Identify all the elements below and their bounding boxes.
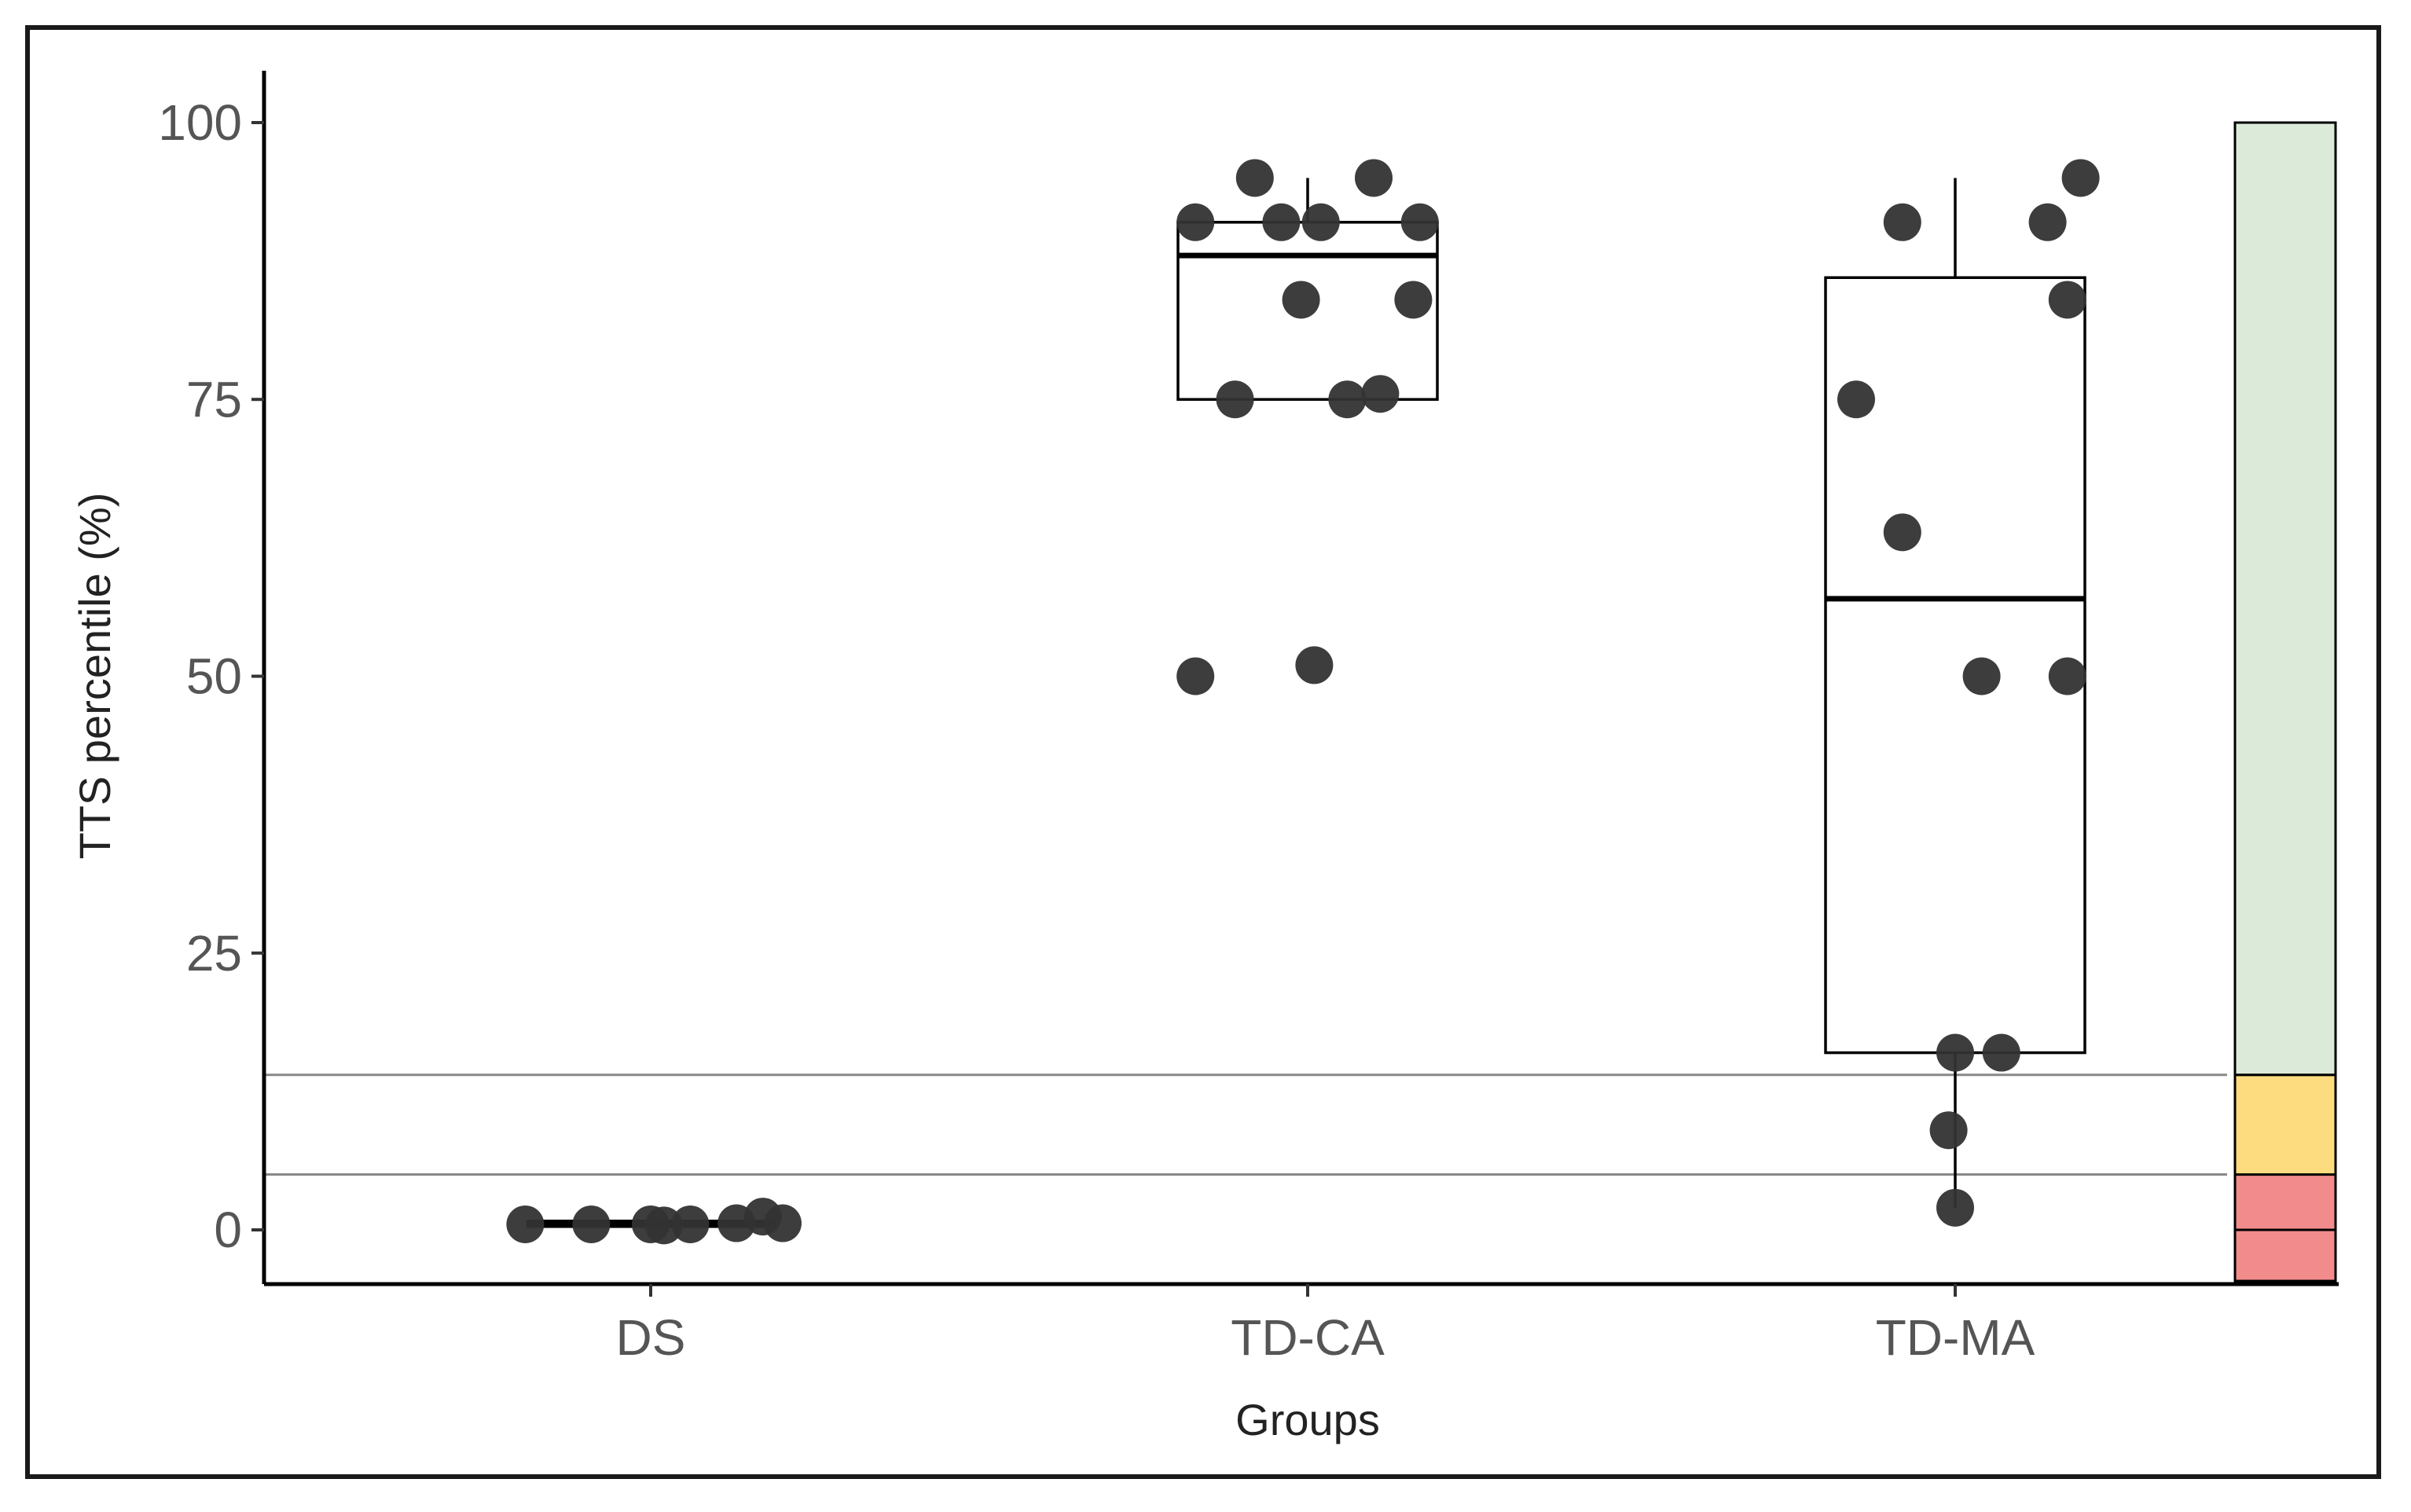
data-point-TD-MA-31 [1929,1111,1968,1150]
data-point-TD-MA-25 [2061,159,2100,197]
data-point-TD-CA-11 [1328,380,1367,419]
x-tick-label-TD-CA: TD-CA [1231,1309,1385,1366]
data-point-DS-0 [506,1205,545,1243]
data-point-TD-CA-9 [1295,646,1334,684]
severity-band-5-14 [2233,1073,2337,1176]
data-point-DS-7 [764,1204,802,1242]
data-point-TD-CA-8 [1176,657,1215,695]
severity-band-14-100 [2233,121,2337,1077]
data-point-TD-CA-16 [1262,203,1301,241]
data-point-DS-4 [671,1205,710,1243]
data-point-DS-3 [644,1206,683,1245]
data-point-TD-MA-23 [1883,203,1921,241]
x-axis-title: Groups [1235,1395,1380,1444]
data-point-TD-MA-21 [1883,513,1921,552]
data-point-TD-CA-17 [1301,203,1340,241]
severity-band-bottom [2233,1228,2337,1283]
data-point-TD-MA-24 [2028,203,2067,241]
data-point-TD-MA-28 [2048,657,2086,695]
x-tick-label-TD-MA: TD-MA [1876,1309,2035,1366]
y-tick-label-50: 50 [186,648,242,705]
y-tick-label-25: 25 [186,925,242,982]
data-point-TD-MA-27 [1962,657,2001,695]
data-point-TD-CA-15 [1176,203,1215,241]
data-point-TD-CA-20 [1355,159,1393,197]
data-point-TD-MA-29 [1936,1033,1974,1072]
y-tick-label-100: 100 [158,94,242,151]
data-point-TD-CA-10 [1216,380,1254,419]
severity-band-0-5 [2233,1173,2337,1231]
data-point-TD-MA-32 [1936,1188,1974,1227]
y-tick-label-75: 75 [186,371,242,428]
data-point-TD-MA-30 [1982,1033,2020,1072]
data-point-TD-CA-18 [1400,203,1439,241]
data-point-TD-CA-14 [1394,281,1433,319]
y-axis-title: TTS percentile (%) [70,493,119,860]
y-tick-label-0: 0 [214,1202,242,1258]
data-point-DS-1 [572,1205,611,1243]
data-point-TD-CA-13 [1282,281,1320,319]
data-point-TD-MA-26 [2048,281,2086,319]
data-point-TD-CA-19 [1235,159,1274,197]
data-point-TD-MA-22 [1837,380,1875,419]
figure-frame [25,25,2381,1479]
data-point-TD-CA-12 [1361,375,1400,413]
x-tick-label-DS: DS [616,1309,686,1366]
